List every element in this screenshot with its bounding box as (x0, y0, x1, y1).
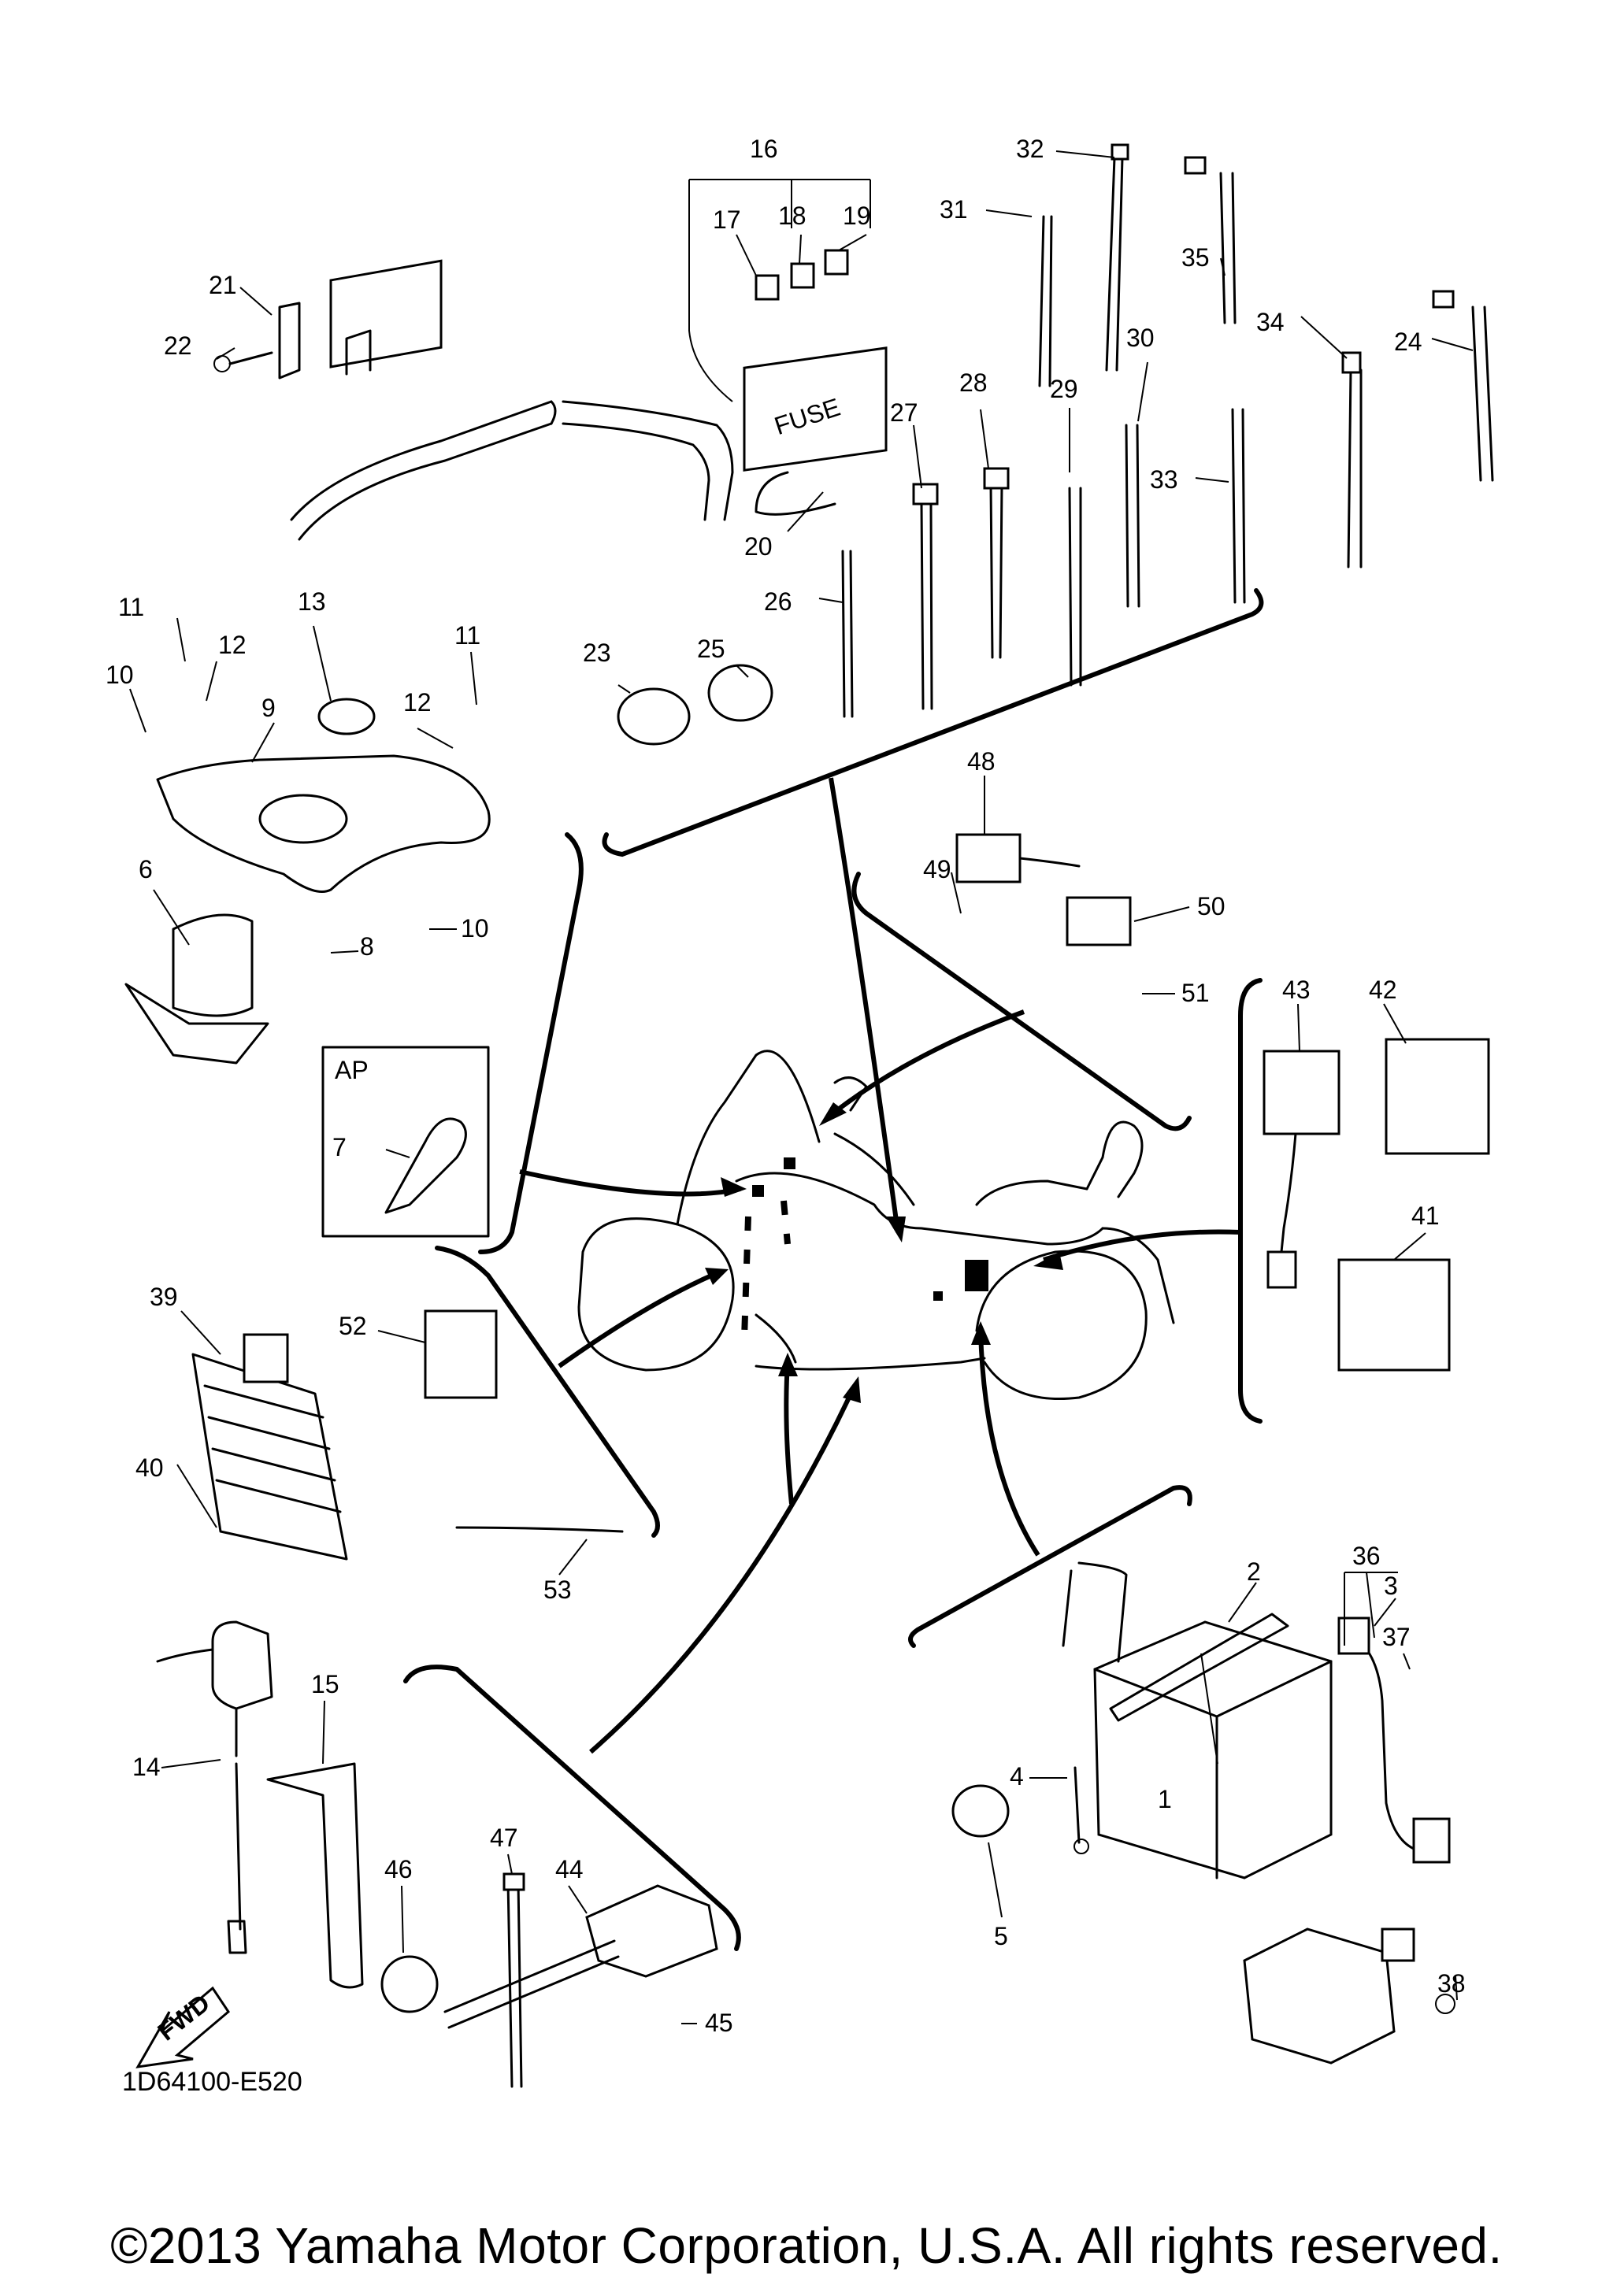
callout-47: 47 (490, 1824, 518, 1852)
callout-38: 38 (1437, 1969, 1466, 1998)
callout-33: 33 (1150, 465, 1178, 494)
pointer-lines (519, 777, 1241, 1754)
callout-36: 36 (1352, 1542, 1381, 1570)
parts-drawings: FUSE (124, 143, 1494, 2088)
callout-29: 29 (1050, 375, 1078, 403)
callout-15: 15 (311, 1670, 339, 1698)
callout-14: 14 (132, 1753, 161, 1781)
callout-21: 21 (209, 271, 237, 299)
callout-44: 44 (555, 1855, 584, 1883)
callout-42: 42 (1369, 976, 1397, 1004)
callout-12a: 12 (218, 631, 247, 659)
callout-23: 23 (583, 639, 611, 667)
callout-17: 17 (713, 206, 741, 234)
callout-26: 26 (764, 587, 792, 616)
callout-43: 43 (1282, 976, 1311, 1004)
callout-10a: 10 (106, 661, 134, 689)
copyright-notice: ©2013 Yamaha Motor Corporation, U.S.A. A… (110, 2217, 1503, 2274)
callout-50: 50 (1197, 892, 1226, 920)
callout-18: 18 (778, 202, 806, 230)
drawing-code: 1D64100-E520 (122, 2067, 302, 2097)
callout-25: 25 (697, 635, 725, 663)
callout-19: 19 (843, 202, 871, 230)
callout-3: 3 (1384, 1572, 1398, 1600)
callout-28: 28 (959, 368, 988, 397)
callout-7: 7 (332, 1133, 347, 1161)
callout-10b: 10 (461, 914, 489, 942)
callout-48: 48 (967, 747, 996, 776)
callout-4: 4 (1010, 1762, 1024, 1791)
callout-34: 34 (1256, 308, 1285, 336)
callout-37: 37 (1382, 1623, 1411, 1651)
callout-11b: 11 (454, 621, 480, 650)
group-brackets (403, 588, 1264, 1951)
callout-1: 1 (1158, 1785, 1172, 1813)
callout-12b: 12 (403, 688, 432, 717)
callout-40: 40 (135, 1454, 164, 1482)
callout-35: 35 (1181, 243, 1210, 272)
callout-24: 24 (1394, 328, 1422, 356)
callout-2: 2 (1247, 1557, 1261, 1586)
motorcycle-outline (577, 1050, 1175, 1401)
callout-22: 22 (164, 331, 192, 360)
callout-13: 13 (298, 587, 326, 616)
callout-20: 20 (744, 532, 773, 561)
ap-label: AP (335, 1056, 369, 1084)
callout-53: 53 (543, 1576, 572, 1604)
callout-41: 41 (1411, 1202, 1440, 1230)
callout-49: 49 (923, 855, 951, 883)
callout-9: 9 (261, 694, 276, 722)
callout-52: 52 (339, 1312, 367, 1340)
callout-11a: 11 (118, 593, 144, 621)
ap-key-box (321, 1046, 490, 1238)
callout-51: 51 (1181, 979, 1210, 1007)
callout-45: 45 (705, 2009, 733, 2037)
callout-numbers: 1 2 3 4 5 6 7 8 9 10 10 11 11 12 12 13 1… (106, 135, 1466, 2037)
callout-32: 32 (1016, 135, 1044, 163)
callout-31: 31 (940, 195, 968, 224)
callout-8: 8 (360, 932, 374, 961)
callout-16: 16 (750, 135, 778, 163)
callout-5: 5 (994, 1922, 1008, 1950)
fwd-arrow (135, 1986, 230, 2068)
callout-6: 6 (139, 855, 153, 883)
callout-30: 30 (1126, 324, 1155, 352)
callout-27: 27 (890, 398, 918, 427)
fuse-box-location-marker (965, 1260, 988, 1291)
callout-39: 39 (150, 1283, 178, 1311)
leader-lines (129, 150, 1474, 2024)
callout-46: 46 (384, 1855, 413, 1883)
